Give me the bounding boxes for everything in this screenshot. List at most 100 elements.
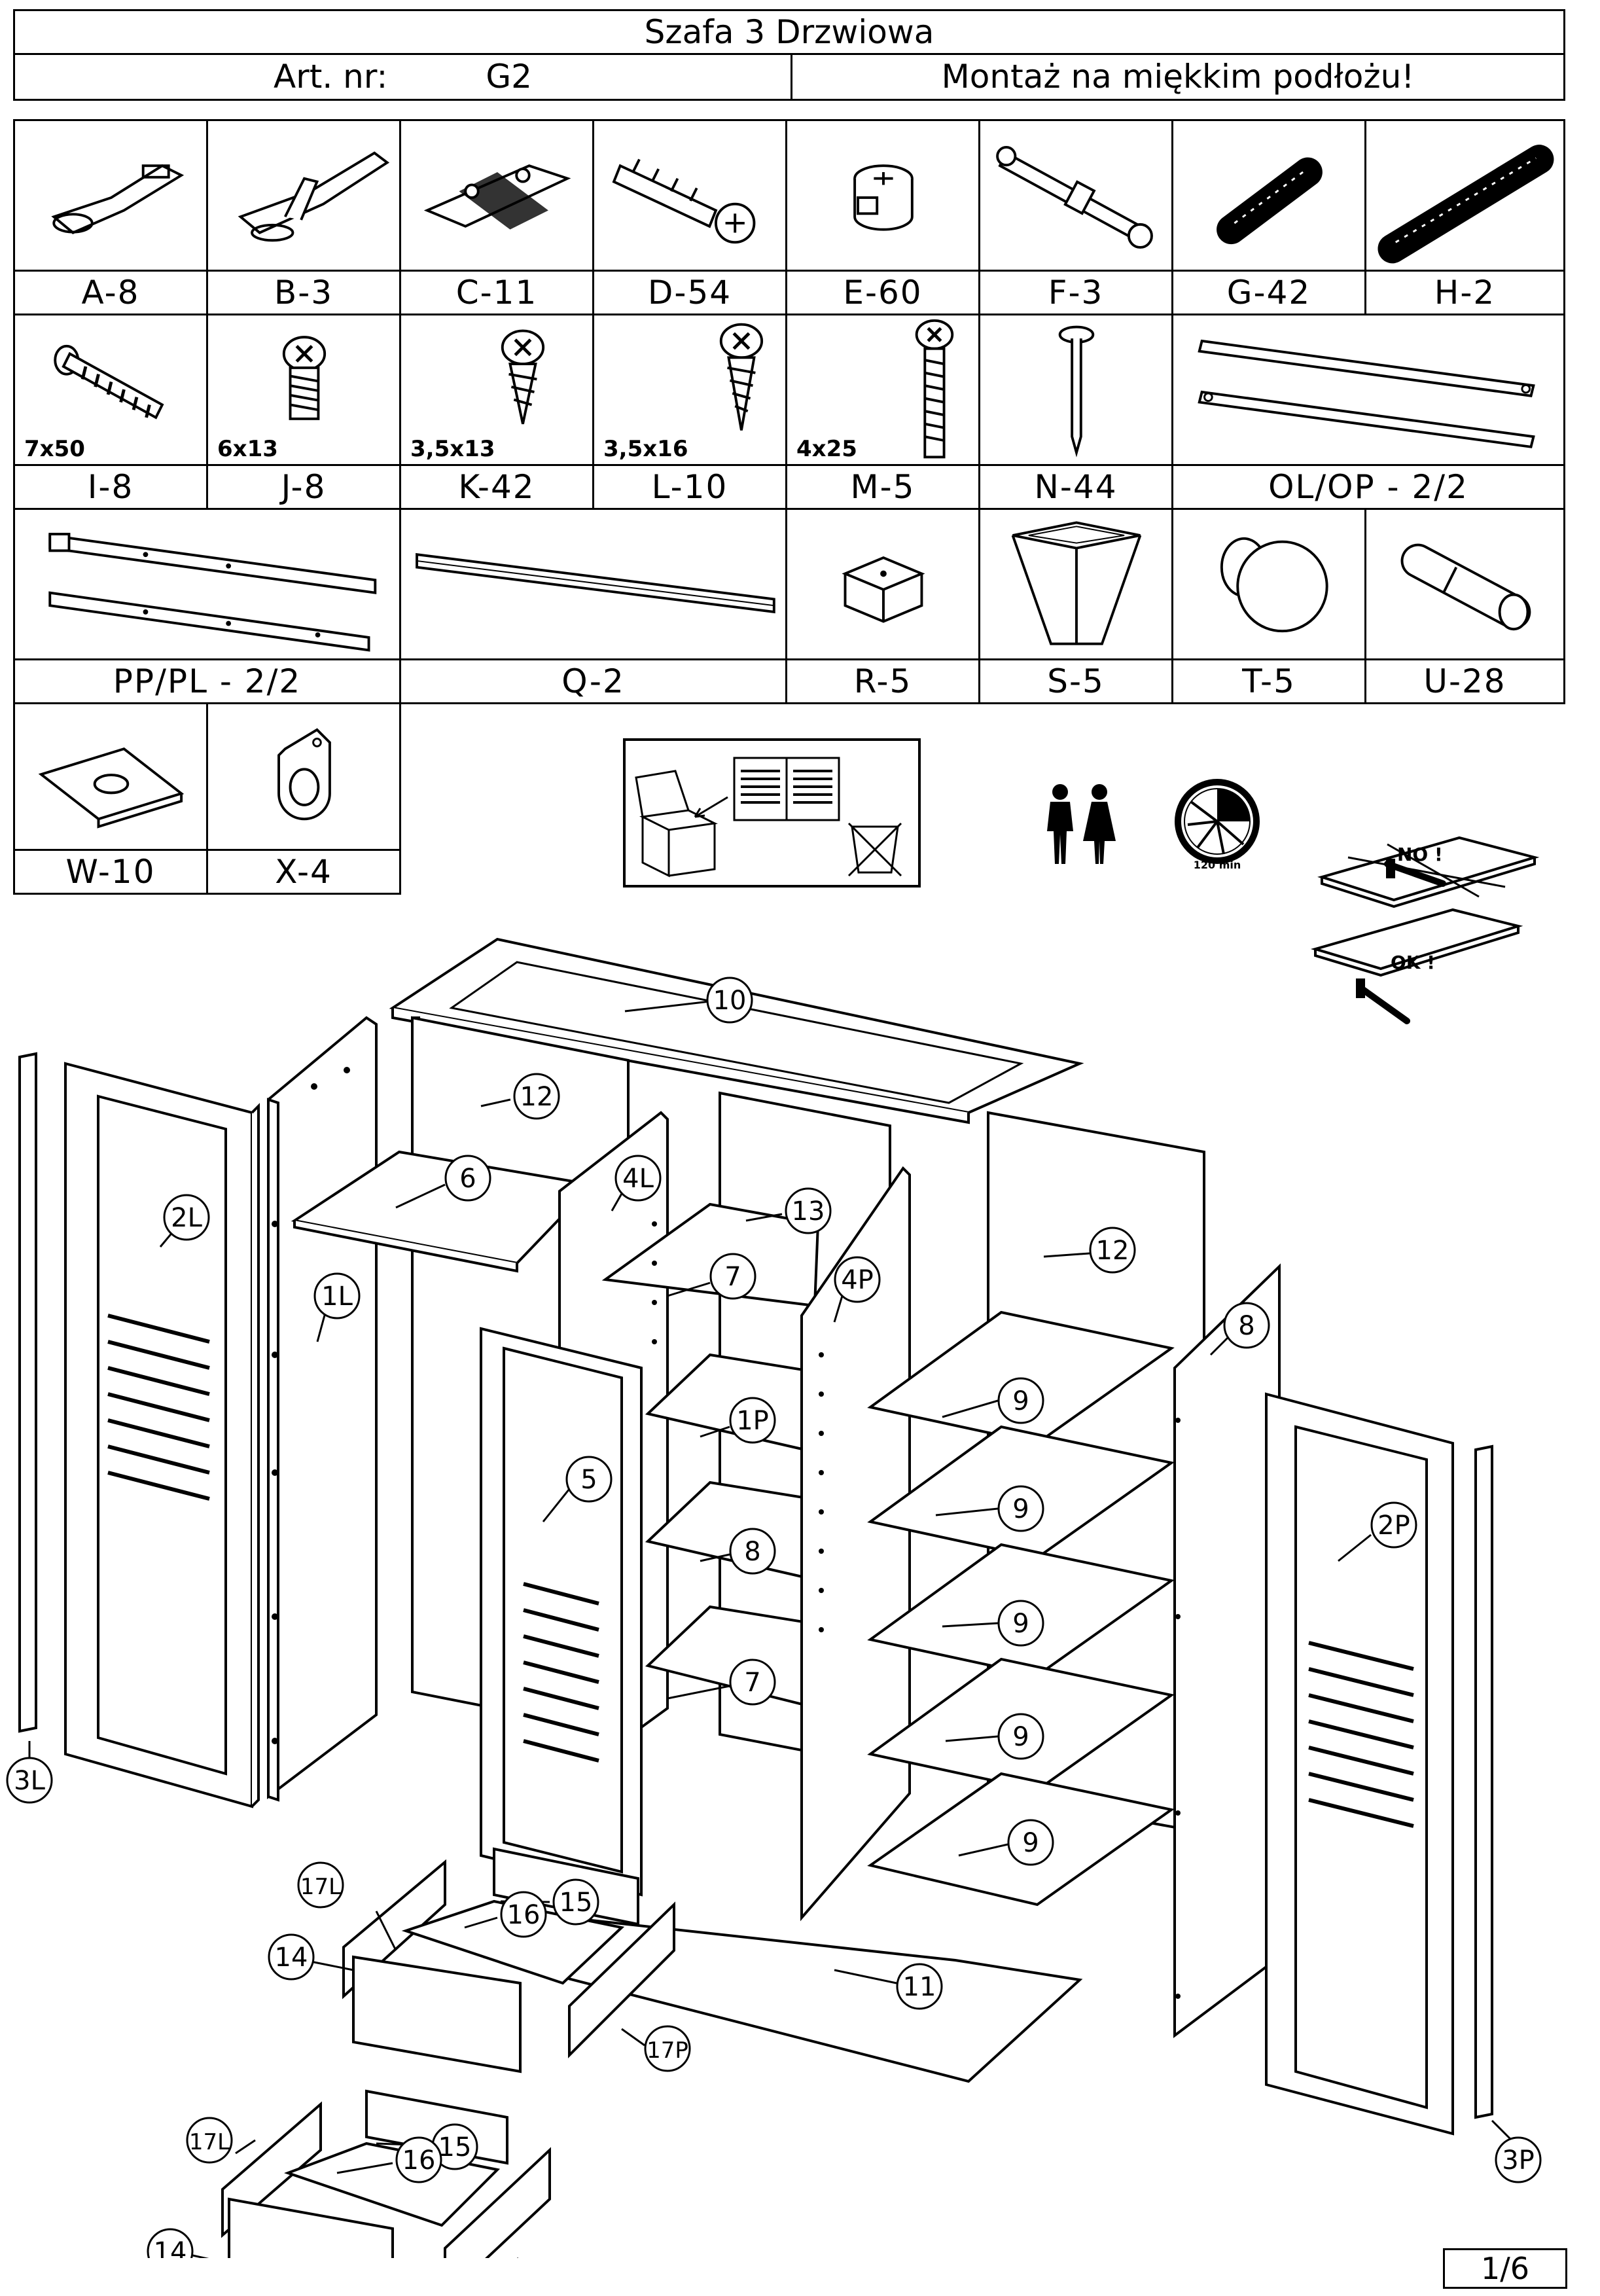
time-label: 120 min xyxy=(1194,859,1241,870)
callout-circle xyxy=(268,1933,315,1981)
callout-label: 14 xyxy=(154,2237,187,2258)
callout-label: 10 xyxy=(713,986,747,1016)
part-s: S-5 xyxy=(978,508,1173,704)
part-label: X-4 xyxy=(208,849,399,893)
part-i: 7x50 I-8 xyxy=(13,314,208,510)
callout-label: 12 xyxy=(1096,1236,1129,1266)
assembly-surface-instruction: NO ! OK ! xyxy=(1310,836,1540,1024)
callout-circle xyxy=(500,1891,547,1938)
callout-label: 3P xyxy=(1502,2145,1535,2176)
part-label: H-2 xyxy=(1366,270,1563,314)
callout-label: 14 xyxy=(275,1943,308,1973)
part-label: C-11 xyxy=(401,270,592,314)
part-label: D-54 xyxy=(594,270,785,314)
callout-circle xyxy=(1089,1227,1136,1274)
part-u: U-28 xyxy=(1364,508,1565,704)
callout-circle xyxy=(297,1861,344,1909)
square-leg-icon xyxy=(980,510,1171,660)
callout-label: 9 xyxy=(1022,1828,1039,1858)
short-dowel-icon xyxy=(1173,121,1364,272)
part-ol-op: OL/OP - 2/2 xyxy=(1171,314,1565,510)
cam-bolt-icon xyxy=(594,121,785,272)
callout-circle xyxy=(6,1757,53,1804)
two-persons-icon xyxy=(1047,784,1116,864)
drawer1-front-14 xyxy=(352,1955,522,2073)
callout-circle xyxy=(163,1194,210,1241)
part-label: M-5 xyxy=(787,464,978,508)
panel-3P-strip xyxy=(1474,1444,1493,2119)
leader-lines xyxy=(28,1000,1513,2258)
callout-circle xyxy=(729,1659,776,1706)
callout-label: 7 xyxy=(744,1668,760,1698)
callout-label: 16 xyxy=(402,2145,436,2176)
panel-10-top xyxy=(389,937,1084,1115)
part-label: G-42 xyxy=(1173,270,1364,314)
callout-circle xyxy=(997,1713,1044,1760)
plate-washer-icon xyxy=(15,704,206,851)
machine-screw-icon xyxy=(787,315,978,466)
callout-label: 15 xyxy=(560,1888,593,1918)
part-c: C-11 xyxy=(399,119,594,315)
article-number: Art. nr: G2 xyxy=(15,54,792,99)
callout-circle xyxy=(1007,1819,1054,1866)
callout-circle xyxy=(706,977,753,1024)
drawer1-side-17P xyxy=(568,1901,675,2058)
callout-circle xyxy=(395,2136,442,2183)
part-t: T-5 xyxy=(1171,508,1366,704)
callout-label: 9 xyxy=(1012,1386,1029,1416)
drawer-slide-icon xyxy=(15,510,399,660)
parts-table: A-8 B-3 C-11 D-54 E-60 F-3 G-42 H-2 7x50… xyxy=(13,119,1565,895)
callout-circle xyxy=(709,1253,756,1300)
callout-label: 5 xyxy=(580,1465,597,1495)
part-dimension: 4x25 xyxy=(796,436,857,462)
assembly-note: Montaż na miękkim podłożu! xyxy=(792,54,1563,99)
callout-label: 4L xyxy=(622,1164,654,1194)
callout-label: 6 xyxy=(459,1164,476,1194)
door-vents xyxy=(107,1314,1414,1828)
part-label: PP/PL - 2/2 xyxy=(15,658,399,702)
part-dimension: 7x50 xyxy=(24,436,85,462)
assembly-note-text: Montaż na miękkim podłożu! xyxy=(941,57,1415,96)
callout-circle xyxy=(513,1073,560,1120)
euro-screw-icon xyxy=(208,315,399,466)
callout-circle xyxy=(997,1485,1044,1532)
drawer2-side-17P xyxy=(444,2147,551,2258)
drill-holes xyxy=(272,1067,1181,1999)
drawer-runner-bar-icon xyxy=(1173,315,1563,466)
callout-label: 2L xyxy=(171,1203,202,1233)
ok-label: OK ! xyxy=(1391,952,1435,973)
page-number: 1/6 xyxy=(1443,2248,1567,2289)
callout-label: 7 xyxy=(724,1262,741,1292)
part-label: L-10 xyxy=(594,464,785,508)
callout-label: 1P xyxy=(736,1406,769,1436)
nail-icon xyxy=(980,315,1171,466)
part-label: R-5 xyxy=(787,658,978,702)
part-label: K-42 xyxy=(401,464,592,508)
callout-label: 17P xyxy=(647,2037,688,2064)
part-g: G-42 xyxy=(1171,119,1366,315)
callout-label: 9 xyxy=(1012,1609,1029,1639)
callout-label: 9 xyxy=(1012,1494,1029,1524)
part-label: F-3 xyxy=(980,270,1171,314)
callout-circle xyxy=(565,1456,613,1503)
callout-label: 8 xyxy=(744,1537,760,1567)
part-label: J-8 xyxy=(208,464,399,508)
callout-circle xyxy=(1495,2136,1542,2183)
callout-label: 17L xyxy=(189,2129,230,2155)
glide-foot-icon xyxy=(787,510,978,660)
cam-lock-icon xyxy=(787,121,978,272)
part-r: R-5 xyxy=(785,508,980,704)
part-label: U-28 xyxy=(1366,658,1563,702)
callout-circle xyxy=(1223,1302,1270,1349)
part-w: W-10 xyxy=(13,702,208,895)
callout-circle xyxy=(644,2025,691,2072)
callout-circle xyxy=(729,1528,776,1575)
callout-circle xyxy=(614,1155,662,1202)
callout-circle xyxy=(785,1187,832,1234)
callout-circle xyxy=(997,1377,1044,1424)
callout-circle xyxy=(834,1256,881,1303)
panel-3L-strip xyxy=(18,1052,37,1733)
part-label: Q-2 xyxy=(401,658,785,702)
